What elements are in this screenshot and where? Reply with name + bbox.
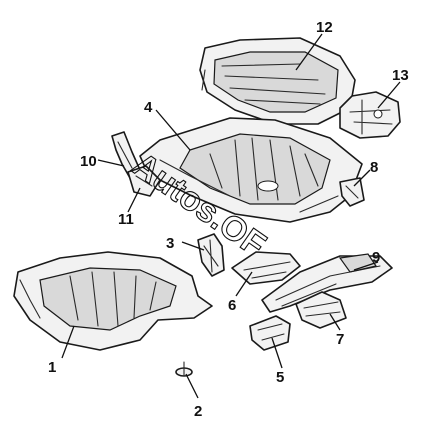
callout-8: 8 (370, 159, 378, 176)
callout-2: 2 (194, 403, 202, 420)
part-4-rear-floor-panel (139, 117, 363, 223)
leader-8 (353, 169, 371, 187)
callout-11: 11 (118, 211, 134, 228)
leader-4 (155, 109, 191, 151)
leader-11 (127, 187, 141, 213)
callout-1: 1 (48, 359, 56, 376)
part-2-clip (175, 361, 193, 377)
part-12-parcel-shelf (199, 37, 356, 125)
leader-1 (61, 325, 75, 359)
callout-4: 4 (144, 99, 153, 116)
part-1-floor-panel (13, 251, 213, 351)
leader-2 (185, 373, 199, 399)
callout-3: 3 (166, 235, 174, 252)
part-13-side-bracket (339, 91, 401, 139)
leader-6 (235, 271, 253, 297)
part-11-reinforcement (127, 165, 161, 197)
leader-3 (181, 241, 205, 251)
callout-labels: 1 2 3 4 5 6 7 8 9 10 11 12 13 (48, 19, 409, 420)
part-5-bracket (249, 315, 291, 351)
leader-13 (377, 81, 401, 109)
leader-lines (61, 33, 401, 399)
callout-12: 12 (316, 19, 333, 36)
leader-9 (353, 261, 379, 271)
part-8-mount (339, 177, 365, 207)
leader-7 (329, 313, 341, 331)
part-3-bracket (197, 233, 225, 277)
leader-12 (295, 33, 323, 71)
callout-10: 10 (80, 153, 97, 170)
callout-7: 7 (336, 331, 344, 348)
callout-13: 13 (392, 67, 409, 84)
callout-9: 9 (372, 249, 380, 266)
part-9-rear-rail (261, 253, 393, 313)
leader-10 (97, 159, 125, 167)
callout-6: 6 (228, 297, 236, 314)
leader-5 (271, 337, 283, 369)
callout-5: 5 (276, 369, 284, 386)
